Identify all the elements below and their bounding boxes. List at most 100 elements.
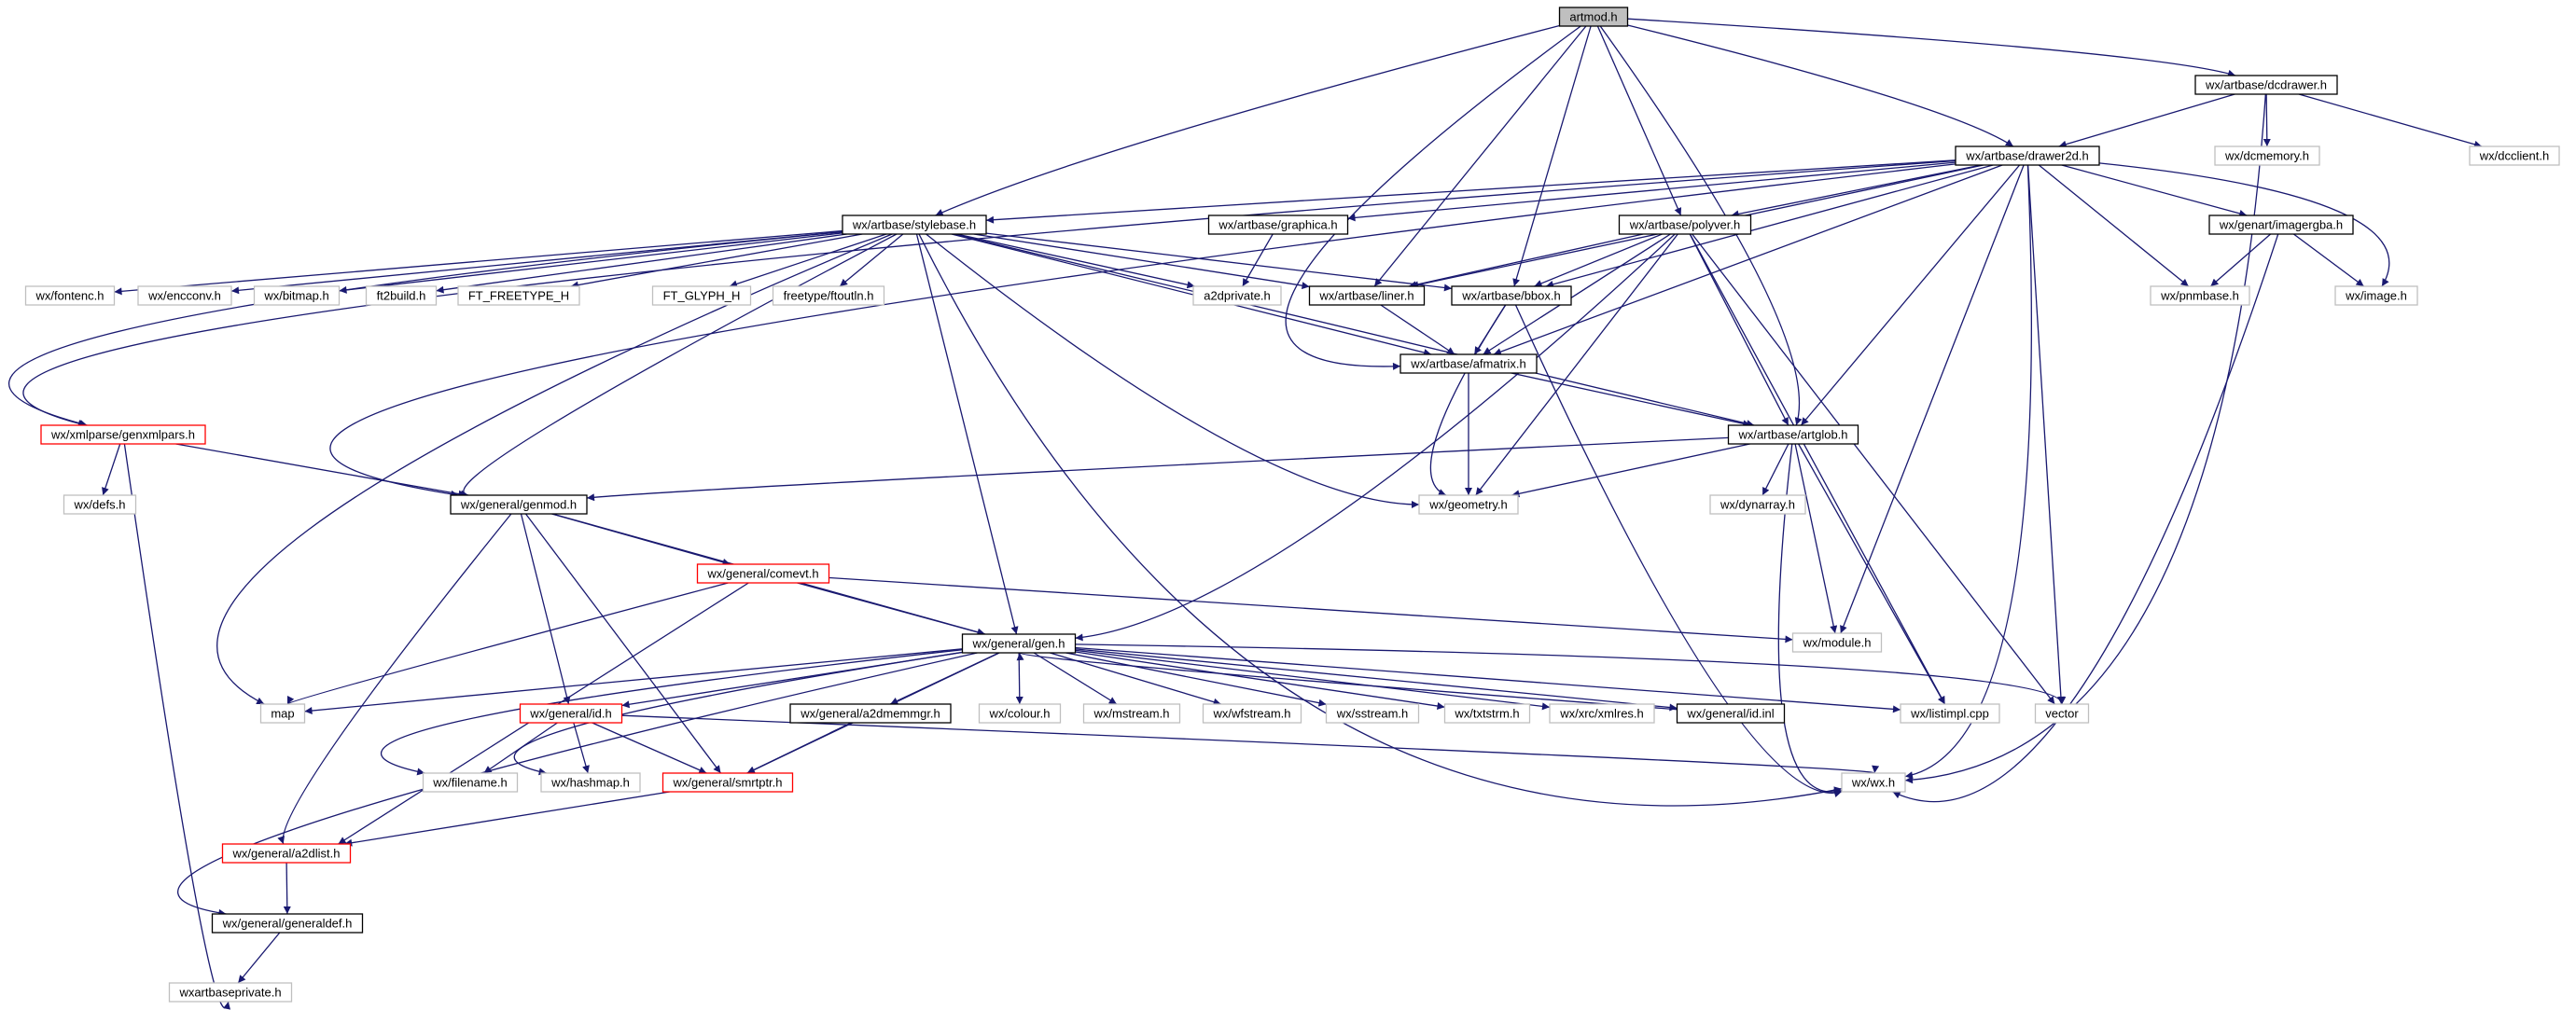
edge-gen-to-sstream xyxy=(1065,652,1327,707)
node-label: wx/artbase/graphica.h xyxy=(1218,218,1337,232)
node-box xyxy=(540,772,641,793)
node-polyver[interactable]: wx/artbase/polyver.h xyxy=(1618,214,1752,235)
node-box xyxy=(1841,772,1906,793)
edge-stylebase-to-map xyxy=(216,233,893,705)
edge-comevt-to-gen xyxy=(797,582,985,636)
node-geometry: wx/geometry.h xyxy=(1418,494,1519,515)
edge-stylebase-to-ftfreetype xyxy=(570,233,863,289)
node-label: wx/artbase/dcdrawer.h xyxy=(2205,78,2327,92)
node-dcdrawer[interactable]: wx/artbase/dcdrawer.h xyxy=(2194,75,2338,95)
edge-artmod-to-dcdrawer xyxy=(1627,18,2236,77)
node-label: wx/colour.h xyxy=(988,707,1050,721)
node-dynarray: wx/dynarray.h xyxy=(1709,494,1806,515)
edge-afmatrix-to-artglob xyxy=(1511,372,1751,428)
edge-dcdrawer-to-dcmemory xyxy=(2263,93,2271,147)
edge-artmod-to-afmatrix xyxy=(1285,25,1581,370)
edge-dcdrawer-to-dcclient xyxy=(2298,93,2483,148)
edge-id-to-wxh xyxy=(621,714,1879,774)
node-box xyxy=(1618,214,1752,235)
node-box xyxy=(519,703,623,724)
node-imagergba[interactable]: wx/genart/imagergba.h xyxy=(2208,214,2354,235)
edge-artmod-to-liner xyxy=(1373,25,1587,287)
edge-imagergba-to-wxh xyxy=(1892,233,2279,803)
node-smrtptr[interactable]: wx/general/smrtptr.h xyxy=(661,772,794,793)
node-drawer2d[interactable]: wx/artbase/drawer2d.h xyxy=(1955,145,2100,166)
edge-gen-to-wfstream xyxy=(1050,652,1221,706)
node-box xyxy=(842,214,987,235)
node-artmod[interactable]: artmod.h xyxy=(1558,7,1629,27)
node-liner[interactable]: wx/artbase/liner.h xyxy=(1308,285,1426,306)
node-box xyxy=(789,703,952,724)
node-bbox[interactable]: wx/artbase/bbox.h xyxy=(1451,285,1572,306)
edge-gen-to-idinl xyxy=(1075,648,1678,712)
edge-artglob-to-dynarray xyxy=(1761,443,1789,496)
node-box xyxy=(2034,703,2090,724)
edge-stylebase-to-bitmap xyxy=(339,232,843,294)
node-genmod[interactable]: wx/general/genmod.h xyxy=(450,494,588,515)
node-graphica[interactable]: wx/artbase/graphica.h xyxy=(1207,214,1349,235)
edge-artmod-to-artglob xyxy=(1599,25,1803,426)
node-label: freetype/ftoutln.h xyxy=(784,289,874,303)
node-label: artmod.h xyxy=(1569,10,1617,24)
edge-drawer2d-to-genxmlpars xyxy=(22,159,1956,427)
node-label: wx/listimpl.cpp xyxy=(1910,707,1989,721)
node-gen[interactable]: wx/general/gen.h xyxy=(961,633,1077,654)
node-box xyxy=(1207,214,1349,235)
edge-comevt-to-module xyxy=(828,576,1793,643)
node-label: wx/txtstrm.h xyxy=(1454,707,1519,721)
node-encconv: wx/encconv.h xyxy=(137,285,232,306)
edge-liner-to-afmatrix xyxy=(1380,304,1455,355)
node-label: wx/artbase/polyver.h xyxy=(1629,218,1741,232)
edge-stylebase-to-wxh xyxy=(918,233,1843,807)
node-label: wx/general/comevt.h xyxy=(706,567,818,581)
node-label: wx/pnmbase.h xyxy=(2160,289,2239,303)
node-a2dmemmgr[interactable]: wx/general/a2dmemmgr.h xyxy=(789,703,952,724)
node-label: map xyxy=(271,707,294,721)
node-box xyxy=(1955,145,2100,166)
node-comevt[interactable]: wx/general/comevt.h xyxy=(696,563,830,584)
edge-gen-to-map xyxy=(304,648,963,715)
node-mstream: wx/mstream.h xyxy=(1082,703,1181,724)
edge-polyver-to-vector xyxy=(1692,233,2055,705)
edge-a2dmemmgr-to-smrtptr xyxy=(746,722,852,774)
node-box xyxy=(63,494,137,515)
edge-gen-to-mstream xyxy=(1033,652,1118,705)
node-label: wx/genart/imagergba.h xyxy=(2219,218,2343,232)
edge-id-to-smrtptr xyxy=(592,722,707,774)
node-afmatrix[interactable]: wx/artbase/afmatrix.h xyxy=(1399,353,1538,374)
node-box xyxy=(221,843,352,864)
node-label: wx/general/id.inl xyxy=(1686,707,1774,721)
node-genxmlpars[interactable]: wx/xmlparse/genxmlpars.h xyxy=(40,424,206,445)
node-id[interactable]: wx/general/id.h xyxy=(519,703,623,724)
node-box xyxy=(259,703,306,724)
node-label: wx/artbase/drawer2d.h xyxy=(1965,149,2089,163)
node-box xyxy=(772,285,885,306)
edge-polyver-to-artglob xyxy=(1689,233,1789,426)
node-stylebase[interactable]: wx/artbase/stylebase.h xyxy=(842,214,987,235)
node-label: wx/wx.h xyxy=(1851,776,1895,790)
node-label: wx/dcclient.h xyxy=(2479,149,2549,163)
node-label: wx/dcmemory.h xyxy=(2224,149,2309,163)
node-dcmemory: wx/dcmemory.h xyxy=(2214,145,2320,166)
node-a2dprivate: a2dprivate.h xyxy=(1192,285,1282,306)
node-box xyxy=(2334,285,2418,306)
node-xmlres: wx/xrc/xmlres.h xyxy=(1549,703,1655,724)
edge-genmod-to-smrtptr xyxy=(524,513,722,774)
node-box xyxy=(2469,145,2560,166)
node-wfstream: wx/wfstream.h xyxy=(1202,703,1302,724)
edge-drawer2d-to-graphica xyxy=(1347,161,1956,222)
node-wxartbaseprivate: wxartbaseprivate.h xyxy=(168,982,293,1003)
node-box xyxy=(1418,494,1519,515)
edge-polyver-to-afmatrix xyxy=(1483,233,1671,355)
edge-stylebase-to-liner xyxy=(973,233,1310,290)
node-idinl[interactable]: wx/general/id.inl xyxy=(1676,703,1786,724)
node-a2dlist[interactable]: wx/general/a2dlist.h xyxy=(221,843,352,864)
node-artglob[interactable]: wx/artbase/artglob.h xyxy=(1727,424,1859,445)
node-box xyxy=(1558,7,1629,27)
node-box xyxy=(961,633,1077,654)
edge-drawer2d-to-image xyxy=(2098,162,2390,287)
node-label: wx/encconv.h xyxy=(147,289,221,303)
node-box xyxy=(1399,353,1538,374)
edge-bbox-to-geometry xyxy=(1429,304,1507,496)
node-generaldef[interactable]: wx/general/generaldef.h xyxy=(211,913,364,934)
